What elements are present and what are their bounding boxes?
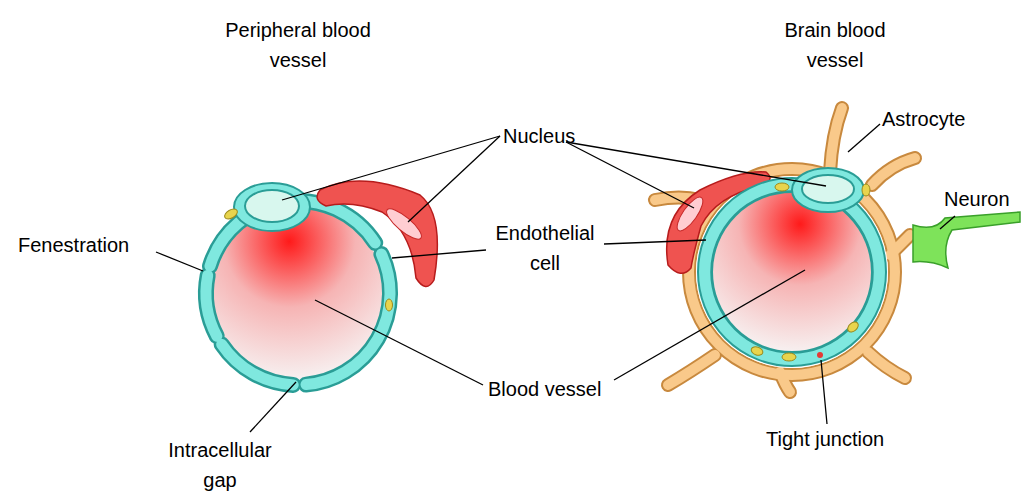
part-label: Tight junction — [766, 424, 884, 454]
part-label: Nucleus — [503, 121, 575, 151]
leader-lines — [408, 136, 500, 222]
leader-lines — [392, 250, 486, 258]
endothelial-cell — [306, 254, 390, 385]
basement-gap — [696, 176, 888, 368]
leader-lines — [848, 124, 880, 152]
leader-lines — [821, 360, 827, 424]
mitochondria — [782, 353, 796, 361]
endothelial-nucleus — [245, 190, 299, 222]
peripheral-vessel — [206, 181, 437, 385]
astrocyte — [668, 355, 715, 385]
mitochondria — [775, 183, 789, 191]
endothelial-outline — [705, 185, 879, 359]
endothelial-outline — [206, 275, 217, 336]
leader-lines — [566, 142, 694, 208]
endothelial-cell — [705, 185, 879, 359]
endothelial-bulge — [792, 168, 864, 212]
pericyte-nucleus — [383, 204, 426, 243]
astrocyte — [830, 108, 842, 172]
mitochondria — [862, 184, 870, 196]
panel-heading: Peripheral blood vessel — [213, 15, 383, 75]
mitochondrion — [223, 207, 239, 221]
astrocyte — [872, 158, 915, 185]
endothelial-outline — [206, 201, 390, 385]
astrocyte — [668, 355, 715, 385]
mitochondria — [750, 183, 870, 361]
leader-lines — [614, 270, 805, 380]
astrocyte — [655, 108, 915, 392]
tight-junction-mark — [817, 352, 823, 358]
endothelial-cell — [206, 201, 390, 385]
endothelial-cell — [206, 275, 217, 336]
endothelial-outline — [222, 344, 294, 385]
mitochondria — [750, 345, 764, 357]
leader-lines — [315, 300, 483, 385]
part-label: Blood vessel — [488, 374, 601, 404]
astrocyte — [830, 108, 842, 172]
neuron — [913, 212, 1020, 268]
part-label: Intracellular gap — [155, 435, 285, 495]
endothelial-membrane — [711, 191, 873, 353]
leader-lines — [156, 252, 203, 271]
leader-lines — [566, 142, 826, 186]
brain-vessel — [655, 108, 1020, 392]
leader-lines — [282, 136, 500, 200]
astrocyte — [655, 108, 915, 392]
astrocyte — [868, 352, 905, 378]
part-label: Neuron — [944, 184, 1010, 214]
mitochondrion — [386, 299, 393, 311]
mitochondria — [846, 320, 860, 334]
endothelial-cell — [222, 344, 294, 385]
leader-lines — [156, 124, 955, 432]
endothelial-bulge — [234, 183, 310, 231]
leader-lines — [604, 240, 706, 244]
leader-lines — [940, 216, 955, 229]
astrocyte — [872, 158, 915, 185]
endothelial-nucleus — [802, 175, 854, 203]
pericyte — [317, 181, 437, 286]
leader-lines — [250, 382, 296, 432]
part-label: Astrocyte — [882, 104, 965, 134]
astrocyte — [868, 352, 905, 378]
panel-heading: Brain blood vessel — [770, 15, 900, 75]
astrocyte — [655, 108, 915, 392]
endothelial-outline — [306, 254, 390, 385]
part-label: Fenestration — [18, 230, 129, 260]
part-label: Endothelial cell — [485, 218, 605, 278]
